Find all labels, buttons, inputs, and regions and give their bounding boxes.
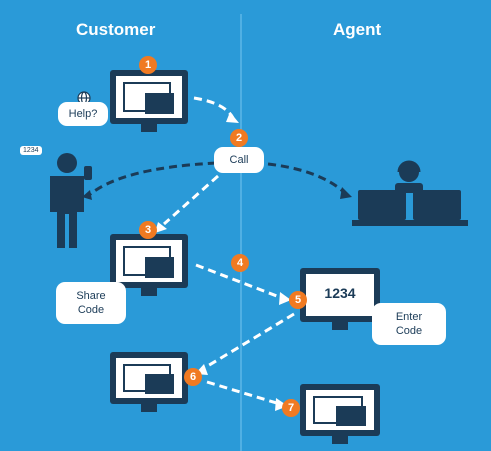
customer-person-icon: [50, 153, 92, 248]
call-bubble: Call: [214, 147, 264, 173]
customer-header: Customer: [76, 20, 156, 39]
step-badge-7: 7: [282, 399, 300, 417]
agent-header: Agent: [333, 20, 382, 39]
monitor-3-icon: [110, 234, 188, 296]
arrow-call-to-agent: [267, 162, 347, 195]
step-badge-3: 3: [139, 221, 157, 239]
arrowhead-4: [155, 222, 167, 233]
step-badge-4: 4: [231, 254, 249, 272]
arrowhead-1: [226, 112, 239, 123]
step-badge-1: 1: [139, 56, 157, 74]
monitor-7-icon: [300, 384, 380, 444]
screen-code: 1234: [324, 285, 356, 301]
arrowhead-3: [340, 187, 352, 199]
arrow-monitor3-to-monitor5: [195, 263, 283, 300]
arrowhead-7: [275, 398, 288, 411]
enter-code-bubble: Enter Code: [372, 303, 446, 345]
help-bubble: Help?: [58, 102, 108, 126]
step-badge-2: 2: [230, 129, 248, 147]
agent-person-icon: [352, 160, 468, 226]
share-code-bubble: Share Code: [56, 282, 126, 324]
phone-code-bubble: 1234: [20, 146, 42, 155]
arrow-monitor1-to-call: [193, 96, 235, 119]
arrow-monitor5-to-monitor6: [200, 312, 295, 372]
arrowhead-5: [279, 292, 291, 305]
monitor-6-icon: [110, 352, 188, 412]
step-badge-6: 6: [184, 368, 202, 386]
monitor-5-icon: [300, 268, 380, 330]
arrow-call-to-monitor3: [163, 174, 219, 226]
arrow-monitor6-to-monitor7: [206, 380, 281, 406]
arrow-call-to-person: [87, 161, 217, 198]
arrowhead-2: [82, 190, 92, 200]
step-badge-5: 5: [289, 291, 307, 309]
monitor-1-icon: [110, 70, 188, 132]
